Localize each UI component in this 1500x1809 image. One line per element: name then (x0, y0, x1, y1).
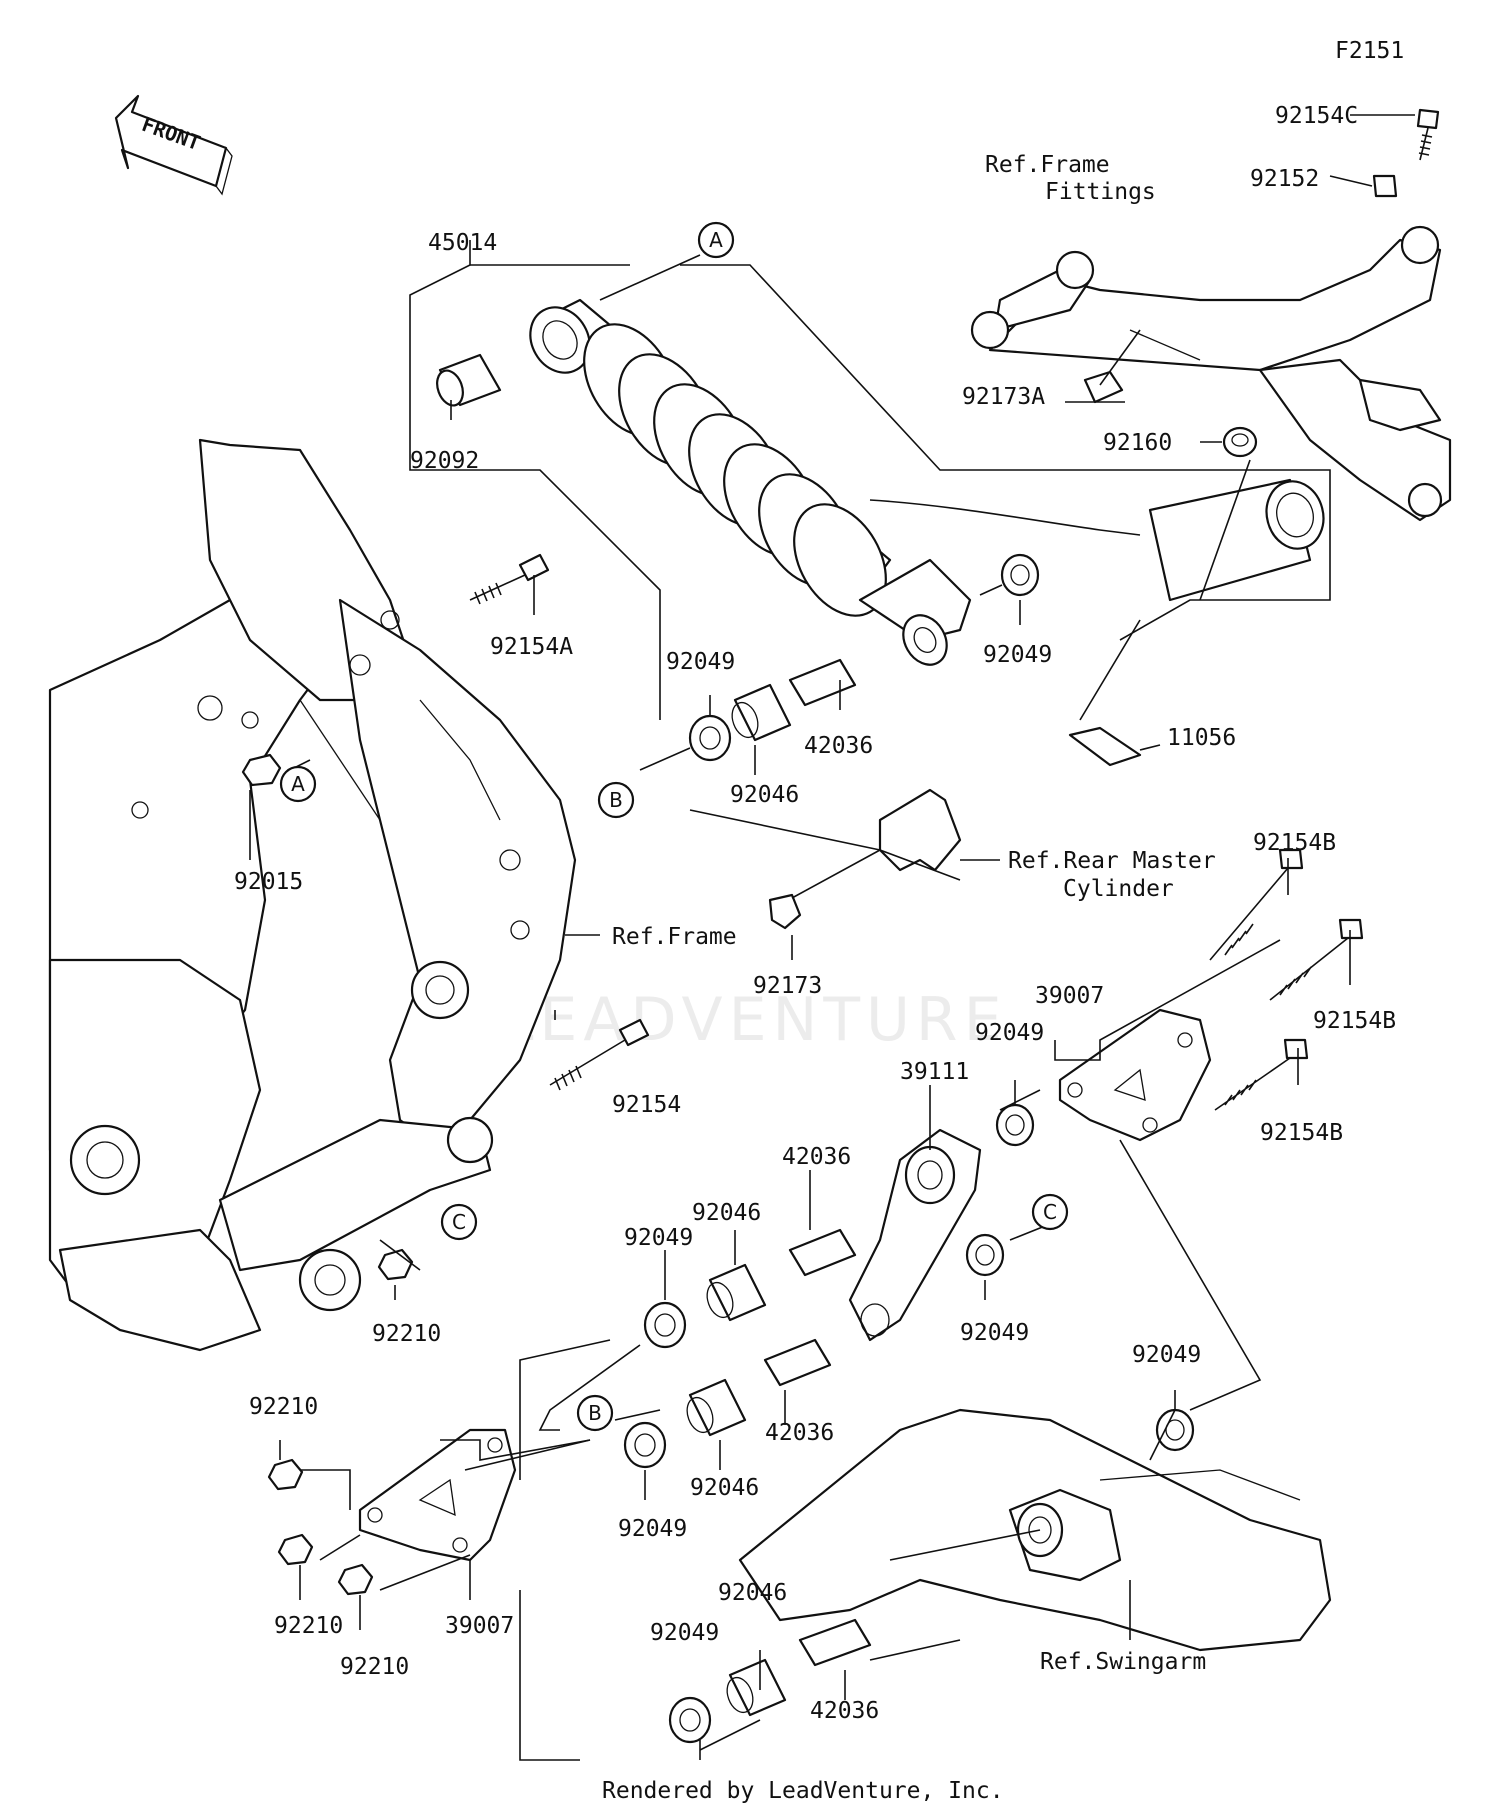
part-label: 42036 (765, 1420, 834, 1446)
footer-credit: Rendered by LeadVenture, Inc. (602, 1778, 1004, 1804)
frame-illustration (48, 438, 577, 1352)
ref-rear-master-line1: Ref.Rear Master (1008, 848, 1216, 874)
callout-c-rocker: C (1031, 1193, 1069, 1231)
part-label: 39007 (1035, 983, 1104, 1009)
front-arrow-icon: FRONT (114, 94, 233, 196)
rear-shock-absorber (529, 298, 1325, 666)
part-label: 92154C (1275, 103, 1358, 129)
part-label: 42036 (804, 733, 873, 759)
swingarm-illustration (738, 1408, 1332, 1652)
svg-text:C: C (1043, 1200, 1057, 1224)
leader-lines (249, 114, 1415, 1761)
part-label: 92049 (624, 1225, 693, 1251)
part-label: 92154A (490, 634, 573, 660)
ref-swingarm: Ref.Swingarm (1040, 1649, 1206, 1675)
part-label: 11056 (1167, 725, 1236, 751)
part-label: 92154B (1313, 1008, 1396, 1034)
callout-b-shock: B (597, 781, 635, 819)
watermark: LEADVENTURE (500, 985, 1008, 1055)
part-label: 92049 (618, 1516, 687, 1542)
part-label: 92210 (274, 1613, 343, 1639)
callout-a-frame: A (279, 765, 317, 803)
part-label: 92210 (372, 1321, 441, 1347)
part-label: 92154B (1253, 830, 1336, 856)
part-label: 92046 (718, 1580, 787, 1606)
frame-fittings-illustration (970, 225, 1452, 522)
part-label: 92154 (612, 1092, 681, 1118)
svg-text:B: B (609, 788, 623, 812)
part-label: 92049 (1132, 1342, 1201, 1368)
part-label: 92173A (962, 384, 1045, 410)
part-label: 92049 (975, 1020, 1044, 1046)
part-label: 92152 (1250, 166, 1319, 192)
part-label: 92015 (234, 869, 303, 895)
svg-text:B: B (588, 1401, 602, 1425)
part-label: 92049 (960, 1320, 1029, 1346)
svg-text:A: A (709, 228, 723, 252)
part-label: 92049 (666, 649, 735, 675)
part-label: 45014 (428, 230, 497, 256)
part-label: 42036 (782, 1144, 851, 1170)
callout-a-top: A (697, 221, 735, 259)
part-label: 92092 (410, 448, 479, 474)
part-label: 92154B (1260, 1120, 1343, 1146)
part-label: 92046 (690, 1475, 759, 1501)
part-label: 92210 (340, 1654, 409, 1680)
callout-c-frame: C (440, 1203, 478, 1241)
ref-rear-master-line2: Cylinder (1063, 876, 1174, 902)
callout-b-low: B (576, 1394, 614, 1432)
ref-frame-fittings-line1: Ref.Frame (985, 152, 1110, 178)
part-label: 39007 (445, 1613, 514, 1639)
part-label: 92046 (692, 1200, 761, 1226)
part-label: 92046 (730, 782, 799, 808)
part-label: 92160 (1103, 430, 1172, 456)
ref-frame-fittings-line2: Fittings (1045, 179, 1156, 205)
part-label: 39111 (900, 1059, 969, 1085)
svg-text:A: A (291, 772, 305, 796)
part-label: 92210 (249, 1394, 318, 1420)
part-label: 92173 (753, 973, 822, 999)
figure-id: F2151 (1335, 38, 1404, 64)
part-label: 42036 (810, 1698, 879, 1724)
svg-text:C: C (452, 1210, 466, 1234)
part-label: 92049 (983, 642, 1052, 668)
part-label: 92049 (650, 1620, 719, 1646)
ref-frame: Ref.Frame (612, 924, 737, 950)
